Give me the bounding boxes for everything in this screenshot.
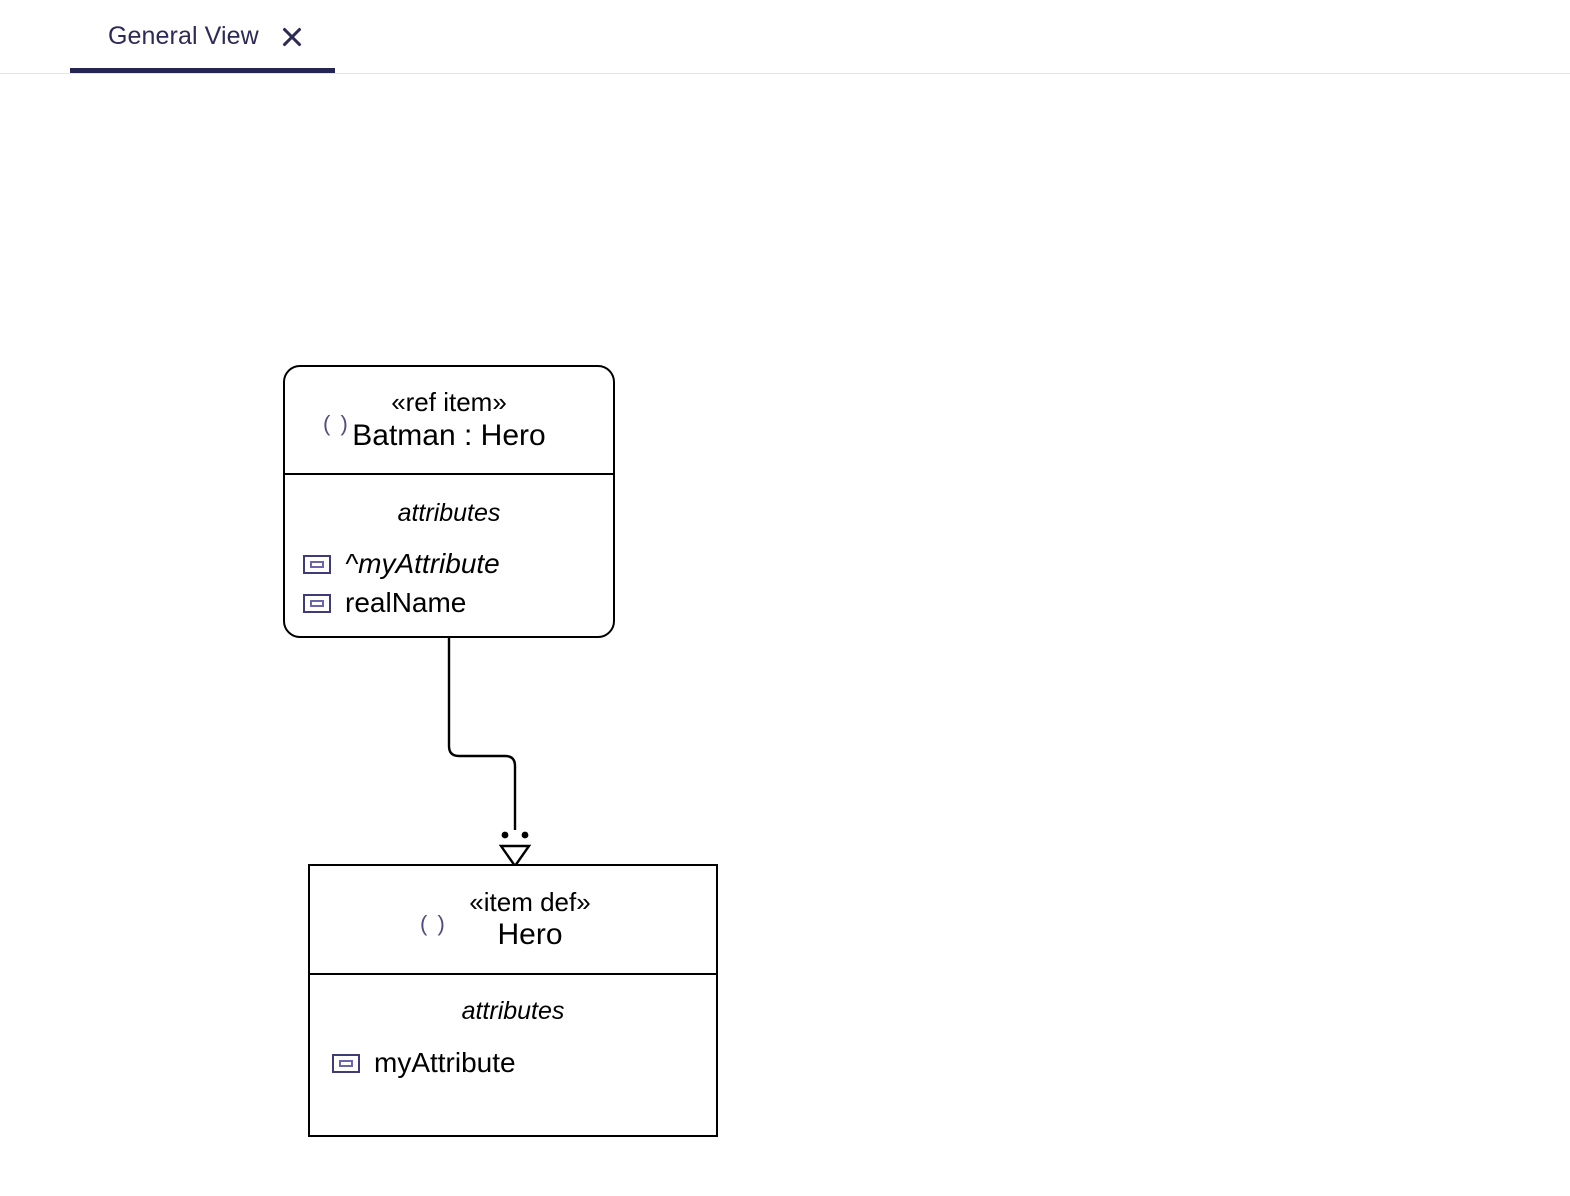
parentheses-icon: ( ) [420,911,447,936]
node-header-text: «ref item» Batman : Hero [352,387,545,453]
compartment-title: attributes [397,499,501,527]
node-stereotype: «item def» [469,886,591,917]
tab-label: General View [108,22,259,50]
diagram-canvas[interactable]: ( ) «ref item» Batman : Hero attributes … [0,74,1570,1196]
node-attributes-compartment: attributes ^myAttribute realName [285,475,613,636]
close-icon[interactable] [281,26,303,48]
node-member[interactable]: realName [285,587,613,619]
attribute-icon [332,1053,360,1073]
tab-bar: General View [0,0,1570,74]
node-member[interactable]: ^myAttribute [285,548,613,580]
compartment-divider [285,473,613,475]
compartment-title: attributes [461,997,565,1025]
tab-general-view[interactable]: General View [70,0,335,73]
node-member[interactable]: myAttribute [310,1047,716,1079]
node-member-label: ^myAttribute [345,548,500,579]
compartment-divider [310,973,716,975]
tab-active-indicator [70,68,335,73]
node-member-label: realName [345,587,467,618]
node-attributes-compartment: attributes myAttribute [310,975,716,1135]
node-title: Batman : Hero [352,418,546,452]
connector-redefinition [447,638,532,869]
node-header: ( ) «item def» Hero [310,866,716,973]
node-title: Hero [497,918,563,952]
node-stereotype: «ref item» [391,387,507,418]
node-header: ( ) «ref item» Batman : Hero [285,367,613,473]
attribute-icon [303,593,331,613]
diagram-node-batman[interactable]: ( ) «ref item» Batman : Hero attributes … [283,365,615,638]
attribute-icon [303,554,331,574]
node-header-text: «item def» Hero [435,887,590,953]
diagram-node-hero[interactable]: ( ) «item def» Hero attributes myAttribu… [308,864,718,1137]
parentheses-icon: ( ) [323,411,350,436]
node-member-label: myAttribute [374,1047,516,1078]
